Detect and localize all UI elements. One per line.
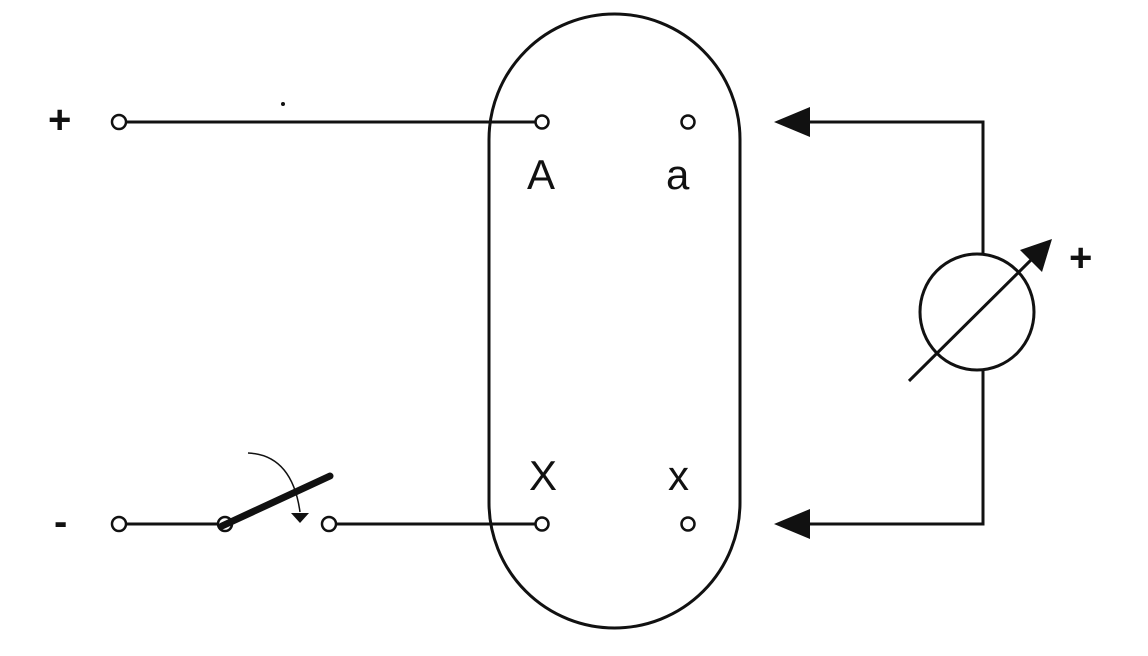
terminal-a-label: a xyxy=(666,151,690,198)
supply-minus-label: - xyxy=(54,500,67,544)
supply-minus-terminal xyxy=(110,515,128,533)
stray-dot xyxy=(281,102,285,106)
meter-needle xyxy=(907,255,1036,383)
supply-plus-label: + xyxy=(48,98,71,142)
terminal-X xyxy=(534,516,550,532)
meter-plus-label: + xyxy=(1069,236,1092,280)
knife-switch-icon[interactable] xyxy=(216,452,338,533)
transformer-body xyxy=(487,12,742,630)
galvanometer-icon xyxy=(907,239,1052,383)
terminal-a xyxy=(680,114,696,130)
switch-arrow-head xyxy=(291,513,309,523)
switch-action-arrow xyxy=(247,452,301,513)
switch-contact-terminal xyxy=(320,515,338,533)
top-lead-arrow-head xyxy=(774,107,810,137)
terminal-X-label: X xyxy=(529,452,557,499)
bottom-lead-arrow-head xyxy=(774,509,810,539)
switch-blade xyxy=(218,472,334,530)
terminal-A-label: A xyxy=(527,151,555,198)
terminal-x xyxy=(680,516,696,532)
terminal-A xyxy=(534,114,550,130)
meter-circle xyxy=(918,252,1036,372)
meter-needle-head xyxy=(1020,239,1052,272)
terminal-x-label: x xyxy=(668,452,689,499)
meter-top-lead xyxy=(800,120,985,255)
supply-plus-terminal xyxy=(110,113,128,131)
meter-bottom-lead xyxy=(800,369,985,526)
